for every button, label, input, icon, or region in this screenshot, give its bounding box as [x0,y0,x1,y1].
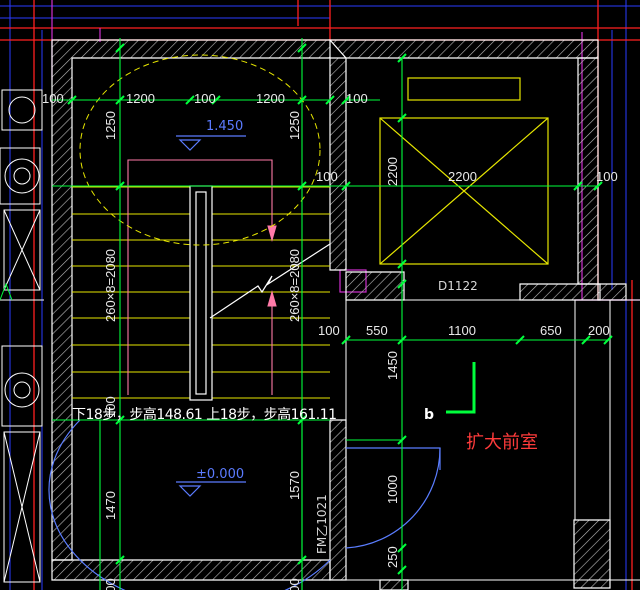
dim-right-2080: 260×8=2080 [287,248,302,322]
stair-handrail [189,185,213,401]
section-label-b: b [424,407,435,423]
dim-lobby-100: 100 [318,323,340,338]
dim-elev-2200-h: 2200 [448,169,477,184]
stair-break-line [209,243,331,319]
dim-top-1200-right: 1200 [256,91,285,106]
dim-lobby-1000: 1000 [385,475,400,504]
dim-top-100-left: 100 [42,91,64,106]
door-swing-arcs [79,54,321,246]
level-markers [176,135,246,497]
blue-arcs [48,419,441,590]
room-name: 扩大前室 [466,432,538,453]
dim-left-bottom-100: 100 [103,578,118,590]
dim-mid-100-a: 100 [316,169,338,184]
dim-lobby-250: 250 [385,546,400,568]
stair-note: 下18步，步高148.61 上18步，步高161.11 [72,407,337,423]
dim-lobby-550: 550 [366,323,388,338]
dim-right-1570: 1570 [287,471,302,500]
stair-arrows [127,159,277,395]
dim-lobby-1450: 1450 [385,351,400,380]
section-marker-b [446,362,476,414]
dim-top-100-mid: 100 [194,91,216,106]
dim-lobby-650: 650 [540,323,562,338]
dimension-lines [52,38,613,590]
dim-elev-right-100: 100 [596,169,618,184]
dim-lobby-200: 200 [588,323,610,338]
left-equipment [0,89,43,583]
dim-lobby-1100: 1100 [448,323,476,338]
dim-elev-2200-v: 2200 [385,157,400,186]
dim-left-1470: 1470 [103,491,118,520]
walls [51,39,627,590]
door-tag: FM乙1021 [315,494,329,554]
opening-tag: D1122 [438,279,478,293]
dim-right-bottom-100: 100 [287,578,302,590]
level-lower: ±0.000 [196,467,245,482]
dim-left-2080: 260×8=2080 [103,248,118,322]
level-upper: 1.450 [206,119,244,134]
dim-top-100-right: 100 [346,91,368,106]
elevator-car [379,77,549,265]
dim-right-1250: 1250 [287,111,302,140]
dim-top-1200-left: 1200 [126,91,155,106]
dim-left-1250: 1250 [103,111,118,140]
